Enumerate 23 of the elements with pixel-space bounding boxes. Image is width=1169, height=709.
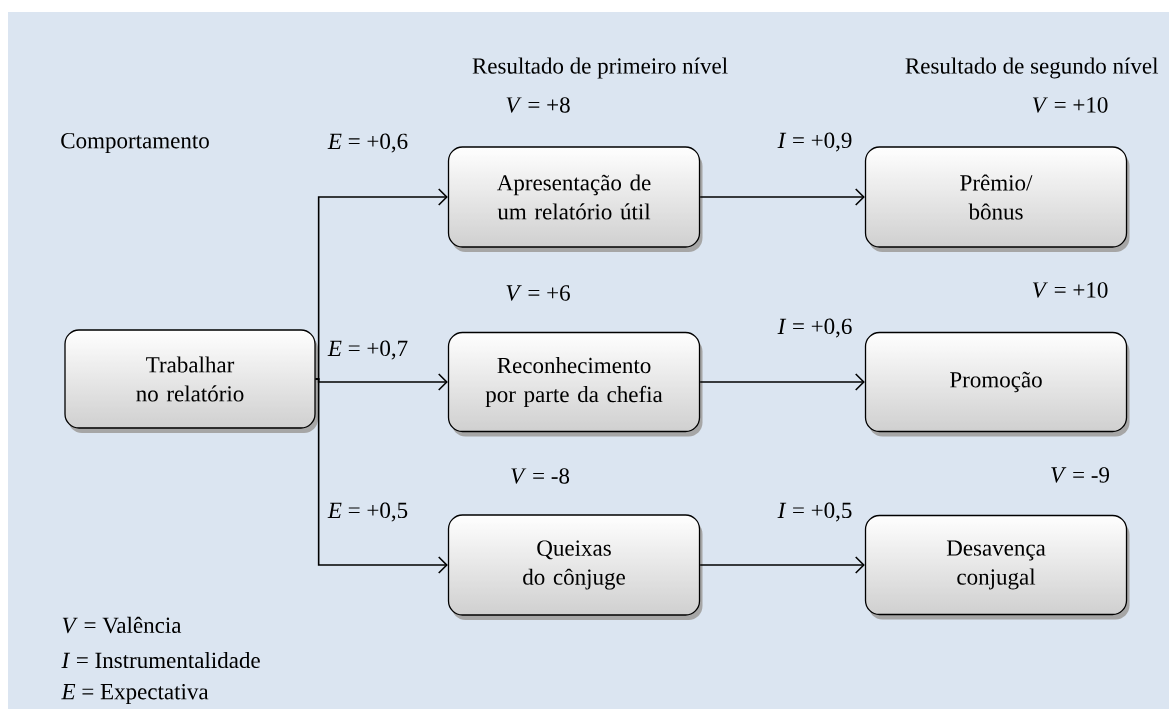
legend-text: V = Valência [62, 616, 182, 634]
process-box: Promoção [864, 331, 1130, 437]
process-box: Apresentação de um relatório útil [447, 146, 703, 252]
arrow [699, 556, 865, 574]
value-label: V = +10 [1032, 282, 1108, 298]
value-label: V = +6 [506, 285, 570, 301]
process-box: Desavença conjugal [864, 514, 1130, 620]
value-label: V = -8 [511, 468, 570, 484]
process-box: Reconhecimento por parte da chefia [447, 331, 703, 437]
heading-label: Resultado de segundo nível [905, 57, 1159, 79]
process-box: Trabalhar no relatório [64, 329, 318, 433]
process-box: Prêmio/ bônus [864, 146, 1130, 252]
process-box: Queixas do cônjuge [447, 514, 703, 620]
heading-label: Resultado de primeiro nível [472, 57, 728, 79]
value-label: V = -9 [1051, 467, 1109, 483]
value-label: V = +10 [1032, 97, 1108, 113]
legend-text: E = Expectativa [61, 683, 209, 705]
arrow [699, 188, 865, 206]
legend-text: I = Instrumentalidade [61, 651, 260, 669]
heading-label: Comportamento [61, 132, 209, 154]
value-label: V = +8 [506, 97, 570, 113]
arrow [314, 378, 448, 574]
arrow [699, 373, 865, 391]
